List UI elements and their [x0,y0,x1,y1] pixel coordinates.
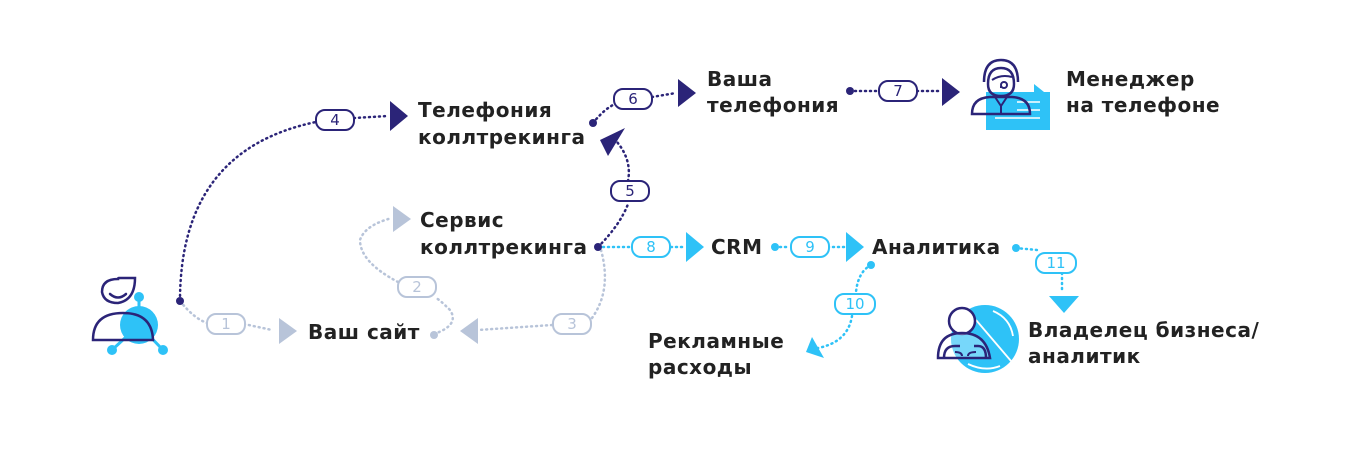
step-badge-7: 7 [878,80,918,102]
step-number: 2 [412,278,422,296]
label-line: Рекламные [648,329,784,353]
step-badge-4: 4 [315,109,355,131]
node-site-label: Ваш сайт [308,320,420,344]
dot-visitor [176,297,184,305]
step-badge-2: 2 [397,276,437,298]
dot-service [594,243,602,251]
arrowhead-to-telephony-ct [390,101,408,131]
label-line: Сервис [420,208,504,232]
business-owner-analyst-icon [936,305,1019,373]
label-line: коллтрекинга [420,235,587,259]
step-badge-11: 11 [1035,252,1077,274]
step-number: 3 [567,315,577,333]
node-telephony-ct-label: Телефония коллтрекинга [418,98,585,149]
step-number: 9 [805,238,815,256]
dot-analytics-down [867,261,875,269]
arrowhead-to-your-telephony [678,79,696,107]
connectors [178,89,1064,350]
step-number: 11 [1046,254,1065,272]
node-crm-label: CRM [711,235,762,259]
node-owner-label: Владелец бизнеса/ аналитик [1028,318,1267,368]
step-number: 4 [330,111,340,129]
step-number: 8 [646,238,656,256]
step-badge-6: 6 [613,88,653,110]
step-badge-5: 5 [610,180,650,202]
node-service-label: Сервис коллтрекинга [420,208,587,259]
step-badge-3: 3 [552,313,592,335]
label-line: расходы [648,355,752,379]
connector-step-10 [816,263,873,350]
dot-crm [771,243,779,251]
arrowheads [279,78,1079,358]
node-labels: Ваш сайт Сервис коллтрекинга Телефония к… [308,67,1267,379]
visitor-icon [91,276,168,355]
label-line: Ваш сайт [308,320,420,344]
connector-step-4 [178,114,390,303]
label-line: Ваша [707,67,772,91]
step-badge-1: 1 [206,313,246,335]
node-analytics-label: Аналитика [872,235,1001,259]
arrowhead-to-owner [1049,296,1079,313]
dot-analytics-right [1012,244,1020,252]
label-line: Телефония [418,98,552,122]
step-number: 1 [221,315,231,333]
connector-dots [176,87,1020,339]
step-badge-8: 8 [631,236,671,258]
call-center-manager-icon [970,58,1050,130]
node-manager-label: Менеджер на телефоне [1066,67,1220,117]
arrowhead-to-ad-costs [806,337,824,358]
step-number: 6 [628,90,638,108]
label-line: CRM [711,235,762,259]
arrowhead-up-to-telephony-ct [600,128,625,156]
arrowhead-back-to-site [460,318,478,344]
dot-site [430,331,438,339]
arrowhead-to-manager [942,78,960,106]
step-badge-10: 10 [834,293,876,315]
label-line: Менеджер [1066,67,1195,91]
connector-step-3 [476,248,607,332]
arrowhead-to-analytics [846,232,864,262]
step-badge-9: 9 [790,236,830,258]
step-badges: 1 2 3 4 5 6 7 8 [206,80,1077,335]
label-line: коллтрекинга [418,125,585,149]
dot-telephony-ct [589,119,597,127]
label-line: аналитик [1028,344,1141,368]
label-line: телефония [707,93,839,117]
connector-step-2 [358,216,454,336]
node-ad-costs-label: Рекламные расходы [648,329,792,379]
step-number: 5 [625,182,635,200]
label-line: Владелец бизнеса/ [1028,318,1259,342]
label-line: Аналитика [872,235,1001,259]
arrowhead-to-crm [686,232,704,262]
connector-step-11 [1014,246,1064,294]
step-number: 10 [845,295,864,313]
dot-your-telephony [846,87,854,95]
arrowhead-to-service [393,206,411,232]
arrowhead-to-site [279,318,297,344]
label-line: на телефоне [1066,93,1220,117]
node-your-telephony-label: Ваша телефония [707,67,839,117]
connector-step-5 [596,140,631,249]
step-number: 7 [893,82,903,100]
